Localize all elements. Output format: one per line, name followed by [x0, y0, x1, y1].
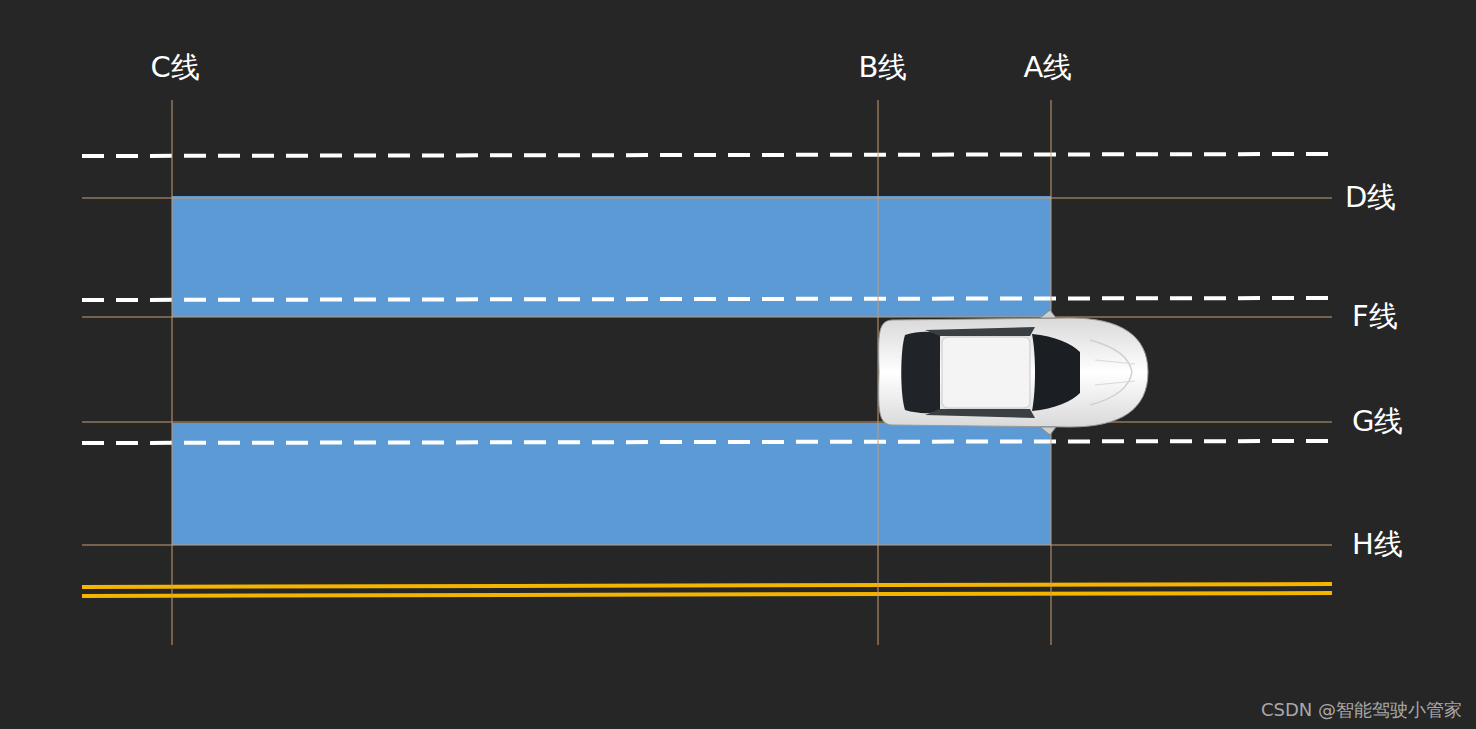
line-label: B线	[859, 52, 908, 84]
line-label: C线	[150, 52, 199, 84]
center-double-line	[82, 584, 1332, 596]
line-label: H线	[1352, 529, 1403, 561]
line-label: G线	[1352, 406, 1403, 438]
watermark: CSDN @智能驾驶小管家	[1261, 700, 1462, 720]
line-label: F线	[1352, 301, 1398, 333]
line-label: A线	[1024, 52, 1073, 84]
line-label: D线	[1345, 182, 1396, 214]
lane-dashes	[82, 154, 1330, 443]
reference-lines	[82, 100, 1332, 645]
car-illustration	[879, 310, 1148, 435]
